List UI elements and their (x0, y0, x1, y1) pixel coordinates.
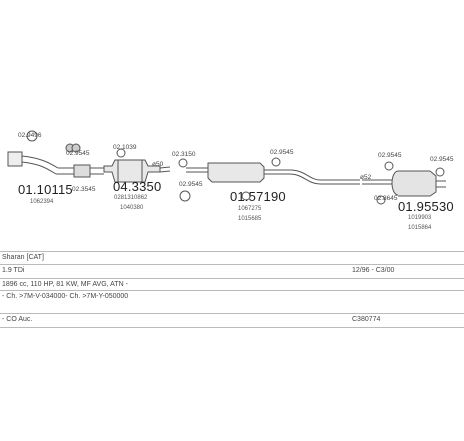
footer-note: - CO Auc. (2, 316, 33, 323)
small-part-c: 02.3545 (72, 186, 96, 193)
ref-rear-silencer-2: 1015864 (408, 225, 432, 231)
table-row-footer (0, 313, 464, 314)
chassis-range: - Ch. >7M-V-034000- Ch. >7M-Y-050000 (2, 293, 129, 300)
small-part-f: 02.9545 (179, 181, 203, 188)
table-row-engine (0, 264, 464, 265)
table-row-model (0, 251, 464, 252)
small-part-j: 02.9545 (430, 156, 454, 163)
part-number-catalyst: 04.3350 (113, 179, 162, 194)
engine-type: 1.9 TDi (2, 267, 25, 274)
engine-spec: 1896 cc, 110 HP, 81 KW, MF AVG, ATN - (2, 281, 128, 288)
catalog-code: C380774 (352, 316, 381, 323)
ref-catalyst-2: 1040380 (120, 205, 144, 211)
small-part-i: 02.8645 (374, 195, 398, 202)
part-number-middle-silencer: 01.57190 (230, 189, 286, 204)
ref-front-pipe: 1062394 (30, 199, 54, 205)
ref-middle-silencer-1: 1067275 (238, 206, 262, 212)
ring-52-label: ø52 (360, 174, 372, 181)
small-part-d: 02.1039 (113, 144, 137, 151)
small-part-g: 02.9545 (270, 149, 294, 156)
small-part-h: 02.9545 (378, 152, 402, 159)
small-part-a: 02.9496 (18, 132, 42, 139)
small-part-e: 02.3150 (172, 151, 196, 158)
table-row-chassis (0, 290, 464, 291)
rear-silencer-drawing (362, 161, 446, 205)
part-number-front-pipe: 01.10115 (18, 182, 73, 197)
part-number-rear-silencer: 01.95530 (398, 199, 454, 214)
front-pipe-drawing (7, 130, 104, 178)
small-part-b: 02.9545 (66, 150, 90, 157)
table-bottom-rule (0, 327, 464, 328)
ring-50-label: ø50 (152, 161, 164, 168)
ref-rear-silencer-1: 1019903 (408, 215, 432, 221)
date-range: 12/96 - C3/00 (352, 267, 395, 274)
vehicle-model: Sharan [CAT] (2, 254, 44, 261)
ref-catalyst-1: 0281310862 (114, 195, 148, 201)
ref-middle-silencer-2: 1015685 (238, 216, 262, 222)
table-row-spec (0, 278, 464, 279)
catalytic-converter-drawing (103, 148, 191, 202)
middle-silencer-drawing (178, 157, 360, 201)
